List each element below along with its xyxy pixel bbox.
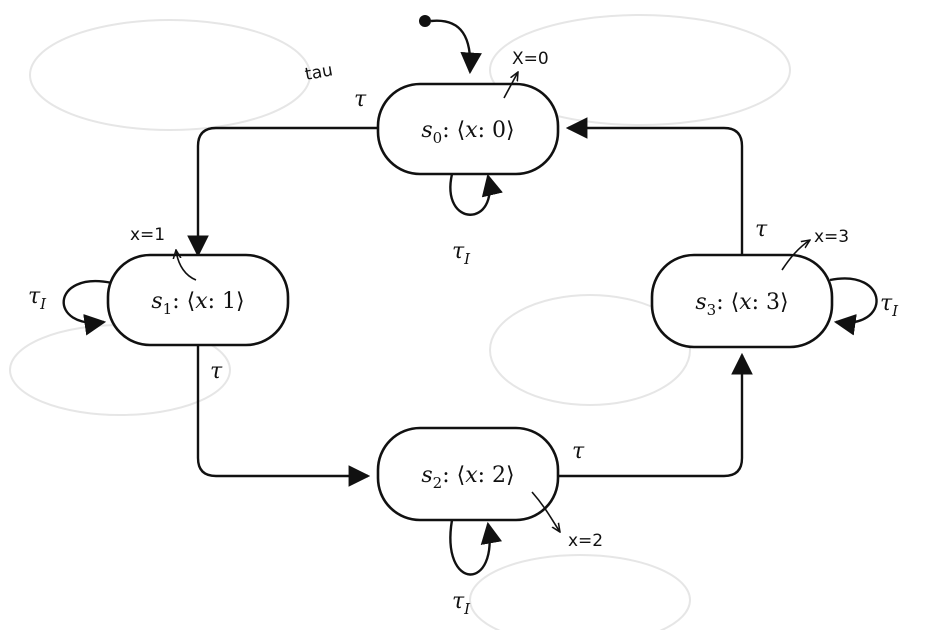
annotation-s3: x=3	[814, 227, 849, 247]
state-s3-var: x	[739, 290, 752, 315]
state-s1-value: 1	[222, 289, 236, 314]
svg-text:s3: ⟨x: 3⟩: s3: ⟨x: 3⟩	[695, 290, 788, 319]
edge-s3-s0-label: τ	[755, 217, 768, 242]
state-s2[interactable]: s2: ⟨x: 2⟩	[376, 426, 560, 522]
edge-s0-s1-label: τ	[354, 87, 367, 112]
svg-text:s0: ⟨x: 0⟩: s0: ⟨x: 0⟩	[421, 118, 514, 147]
state-s3[interactable]: s3: ⟨x: 3⟩	[650, 253, 834, 349]
edge-s1-s2-label: τ	[210, 359, 223, 384]
edge-s3-s0	[565, 117, 744, 255]
loop-s2	[449, 519, 502, 576]
annotation-s0-pointer	[503, 72, 518, 99]
state-s2-sub: 2	[433, 474, 443, 492]
annotation-s3-pointer	[781, 240, 810, 271]
loop-s0	[449, 173, 503, 216]
state-s0-value: 0	[492, 118, 506, 143]
state-s0[interactable]: s0: ⟨x: 0⟩	[376, 82, 560, 176]
annotation-s2-pointer	[531, 491, 560, 532]
state-s1[interactable]: s1: ⟨x: 1⟩	[106, 253, 290, 347]
initial-arrow	[419, 15, 482, 75]
state-s2-var: x	[465, 463, 478, 488]
annotation-s1-pointer	[176, 250, 197, 281]
loop-s3-label: τI	[880, 291, 899, 320]
state-s2-name: s	[421, 463, 432, 488]
annotation-s2: x=2	[568, 531, 603, 551]
state-s0-var: x	[465, 118, 478, 143]
tau-note: tau	[303, 60, 334, 85]
annotation-s1: x=1	[130, 225, 165, 245]
state-s1-name: s	[151, 289, 162, 314]
edge-s1-s2	[196, 345, 371, 487]
loop-s1	[62, 280, 113, 336]
state-s3-sub: 3	[707, 301, 717, 319]
loop-s0-label: τI	[452, 239, 471, 268]
svg-text:s1: ⟨x: 1⟩: s1: ⟨x: 1⟩	[151, 289, 244, 318]
annotation-s0: X=0	[512, 49, 549, 69]
edge-s2-s3	[555, 352, 753, 478]
state-s0-sub: 0	[433, 129, 443, 147]
svg-text:s2: ⟨x: 2⟩: s2: ⟨x: 2⟩	[421, 463, 514, 492]
loop-s3	[829, 277, 878, 336]
loop-s1-label: τI	[28, 284, 47, 313]
state-s3-name: s	[695, 290, 706, 315]
edge-s0-s1	[187, 126, 378, 258]
state-s1-sub: 1	[163, 300, 173, 318]
state-s2-value: 2	[492, 463, 506, 488]
state-s3-value: 3	[766, 290, 780, 315]
loop-s2-label: τI	[452, 589, 471, 618]
background-ghost-shapes	[9, 14, 791, 630]
edge-s2-s3-label: τ	[572, 439, 585, 464]
state-s1-var: x	[195, 289, 208, 314]
state-s0-name: s	[421, 118, 432, 143]
